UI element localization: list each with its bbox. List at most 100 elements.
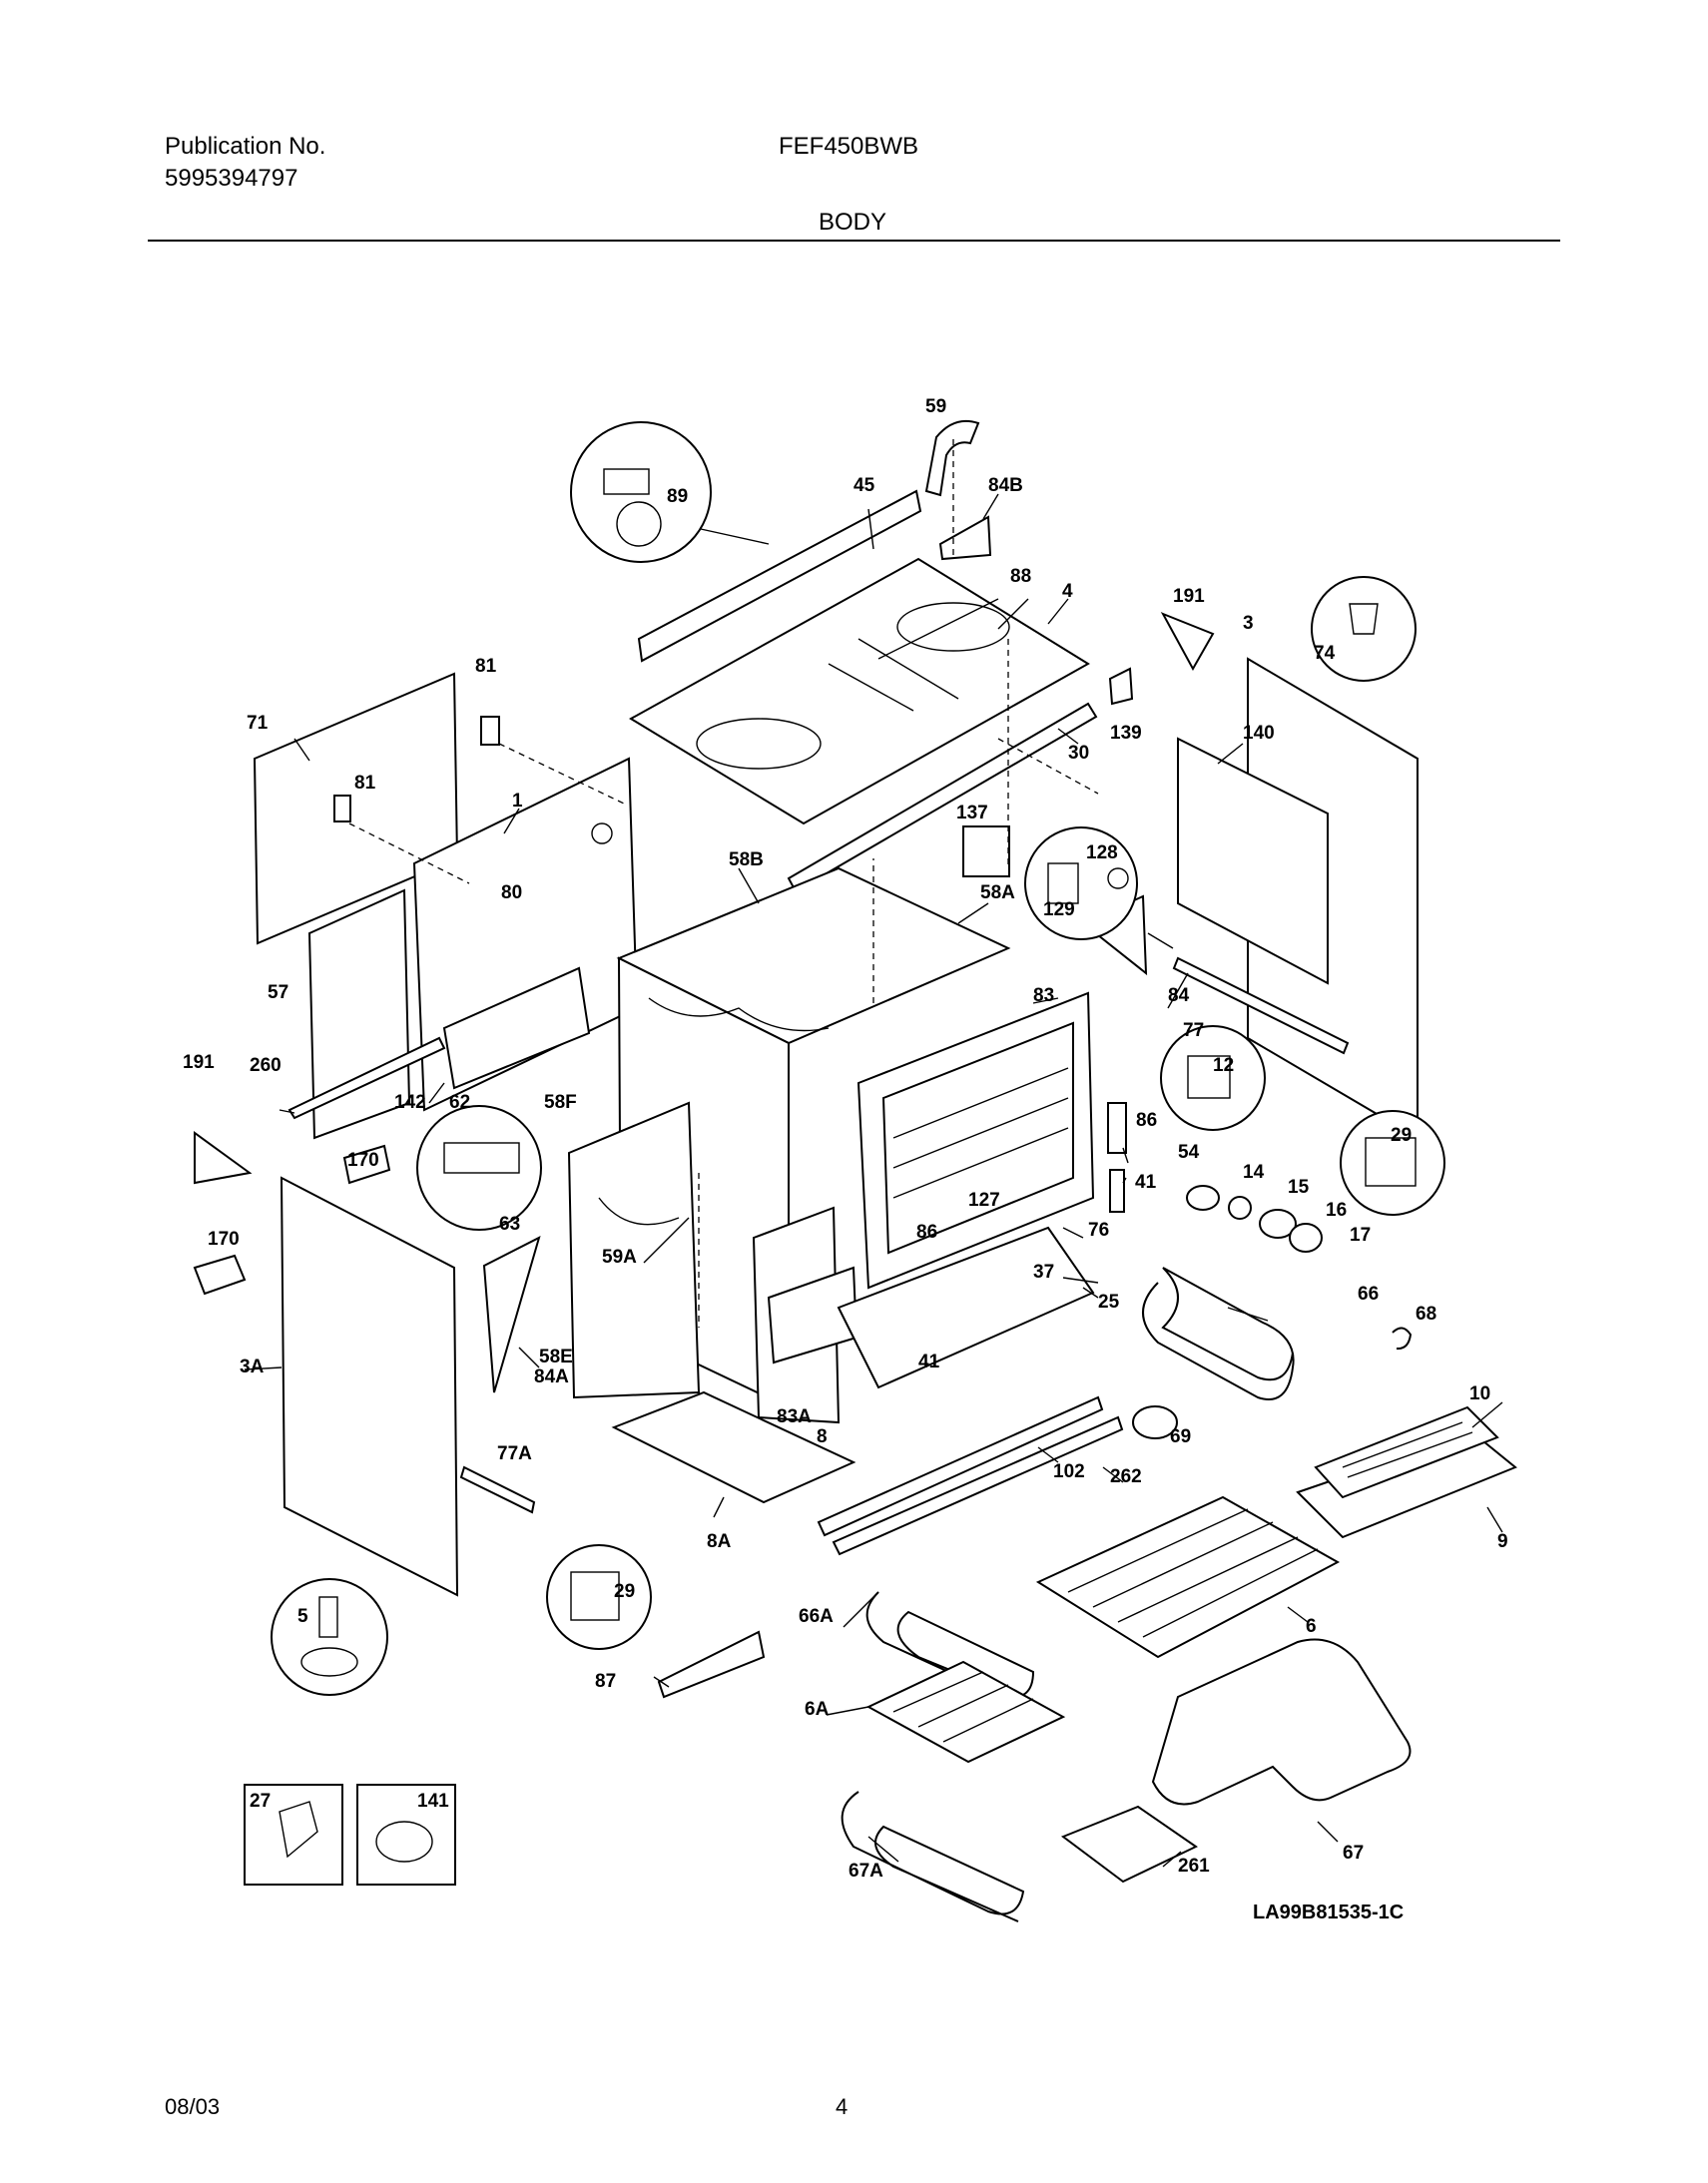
rear-trim-strip	[637, 489, 922, 663]
callout-86-mid: 86	[916, 1222, 937, 1243]
callout-4: 4	[1062, 581, 1073, 602]
callout-58b: 58B	[729, 849, 764, 870]
callout-77a: 77A	[497, 1443, 532, 1464]
callout-58f: 58F	[544, 1092, 577, 1113]
detail-inset-74	[1311, 576, 1417, 682]
callout-41-mid: 41	[918, 1352, 940, 1372]
callout-170-top: 170	[347, 1150, 379, 1171]
callout-80: 80	[501, 882, 522, 903]
small-rack-6a	[865, 1660, 1066, 1764]
callout-84: 84	[1168, 985, 1190, 1006]
callout-54: 54	[1178, 1142, 1200, 1163]
callout-41-right: 41	[1135, 1172, 1157, 1193]
bracket-81b	[333, 795, 351, 822]
callout-27: 27	[250, 1791, 271, 1812]
bake-element-67	[1151, 1638, 1412, 1806]
callout-83a: 83A	[777, 1406, 812, 1427]
publication-number: 5995394797	[165, 165, 298, 192]
callout-12: 12	[1213, 1055, 1234, 1076]
bracket-81a	[480, 716, 500, 746]
callout-139: 139	[1110, 723, 1142, 744]
callout-37: 37	[1033, 1262, 1054, 1283]
callout-8a: 8A	[707, 1531, 732, 1552]
drawing-id: LA99B81535-1C	[1253, 1902, 1405, 1923]
callout-30: 30	[1068, 743, 1089, 764]
plate-137	[962, 825, 1010, 877]
detail-inset-12	[1160, 1025, 1266, 1131]
oven-rack	[1035, 1495, 1341, 1659]
callout-59: 59	[925, 396, 946, 417]
vent-duct	[924, 419, 980, 497]
callout-89: 89	[667, 486, 688, 507]
callout-137: 137	[956, 803, 988, 823]
callout-14: 14	[1243, 1162, 1265, 1183]
callout-1: 1	[512, 791, 523, 812]
clip-68	[1392, 1327, 1413, 1351]
detail-inset-129	[1024, 826, 1138, 940]
oven-bottom	[837, 1226, 1095, 1389]
callout-128: 128	[1086, 842, 1118, 863]
callout-76: 76	[1088, 1220, 1109, 1241]
tray-261	[1060, 1805, 1198, 1884]
inner-side-panel	[1177, 737, 1329, 985]
callout-83: 83	[1033, 985, 1054, 1006]
detail-box-141	[356, 1784, 456, 1886]
box-142	[442, 966, 591, 1090]
callout-84b: 84B	[988, 475, 1023, 496]
gasket-88	[877, 598, 999, 660]
callout-69: 69	[1170, 1426, 1191, 1447]
callout-129: 129	[1043, 899, 1075, 920]
callout-66a: 66A	[799, 1606, 834, 1627]
callout-77: 77	[1183, 1020, 1204, 1041]
callout-9: 9	[1497, 1531, 1508, 1552]
callout-84a: 84A	[534, 1366, 569, 1387]
detail-inset-89	[570, 421, 712, 563]
callout-58e: 58E	[539, 1347, 573, 1367]
callout-66: 66	[1358, 1284, 1379, 1305]
callout-8: 8	[817, 1426, 828, 1447]
bracket-191-left	[194, 1131, 253, 1185]
callout-191-top: 191	[1173, 586, 1205, 607]
callout-58a: 58A	[980, 882, 1015, 903]
callout-16: 16	[1326, 1200, 1347, 1221]
callout-29-left: 29	[614, 1581, 635, 1602]
plug-69	[1132, 1405, 1178, 1439]
detail-inset-29-left	[546, 1544, 652, 1650]
cooktop-panel	[629, 557, 1090, 825]
callout-102: 102	[1053, 1461, 1085, 1482]
callout-29-right: 29	[1391, 1125, 1412, 1146]
publication-date: 08/03	[165, 2094, 221, 2119]
bracket-87	[657, 1630, 766, 1699]
callout-62: 62	[449, 1092, 470, 1113]
callout-63: 63	[499, 1214, 520, 1235]
bracket-170a	[342, 1144, 391, 1185]
callout-170-left: 170	[208, 1229, 240, 1250]
callout-142: 142	[394, 1092, 426, 1113]
callout-67a: 67A	[849, 1861, 883, 1882]
bake-element-67a	[841, 1791, 1025, 1922]
callout-5: 5	[297, 1606, 308, 1627]
callout-141: 141	[417, 1791, 449, 1812]
callout-57: 57	[268, 982, 288, 1003]
callout-3: 3	[1243, 613, 1254, 634]
hinge-86a	[1107, 1102, 1127, 1154]
callout-59a: 59A	[602, 1247, 637, 1268]
page-number: 4	[836, 2094, 849, 2119]
callout-260: 260	[250, 1055, 282, 1076]
bake-element-66a	[865, 1591, 1035, 1703]
callout-45: 45	[854, 475, 875, 496]
callout-81-left: 81	[354, 773, 376, 794]
broiler-pan	[1296, 1405, 1517, 1539]
callout-71: 71	[247, 713, 269, 734]
bracket-84a	[482, 1236, 541, 1393]
oven-light-assembly	[1186, 1185, 1323, 1253]
callout-68: 68	[1416, 1304, 1436, 1325]
callout-87: 87	[595, 1671, 616, 1692]
callout-262: 262	[1110, 1466, 1142, 1487]
callout-191-left: 191	[183, 1052, 215, 1073]
callout-261: 261	[1178, 1856, 1210, 1877]
strip-260	[287, 1036, 446, 1120]
callout-81-top: 81	[475, 656, 497, 677]
rail-102	[817, 1395, 1104, 1537]
